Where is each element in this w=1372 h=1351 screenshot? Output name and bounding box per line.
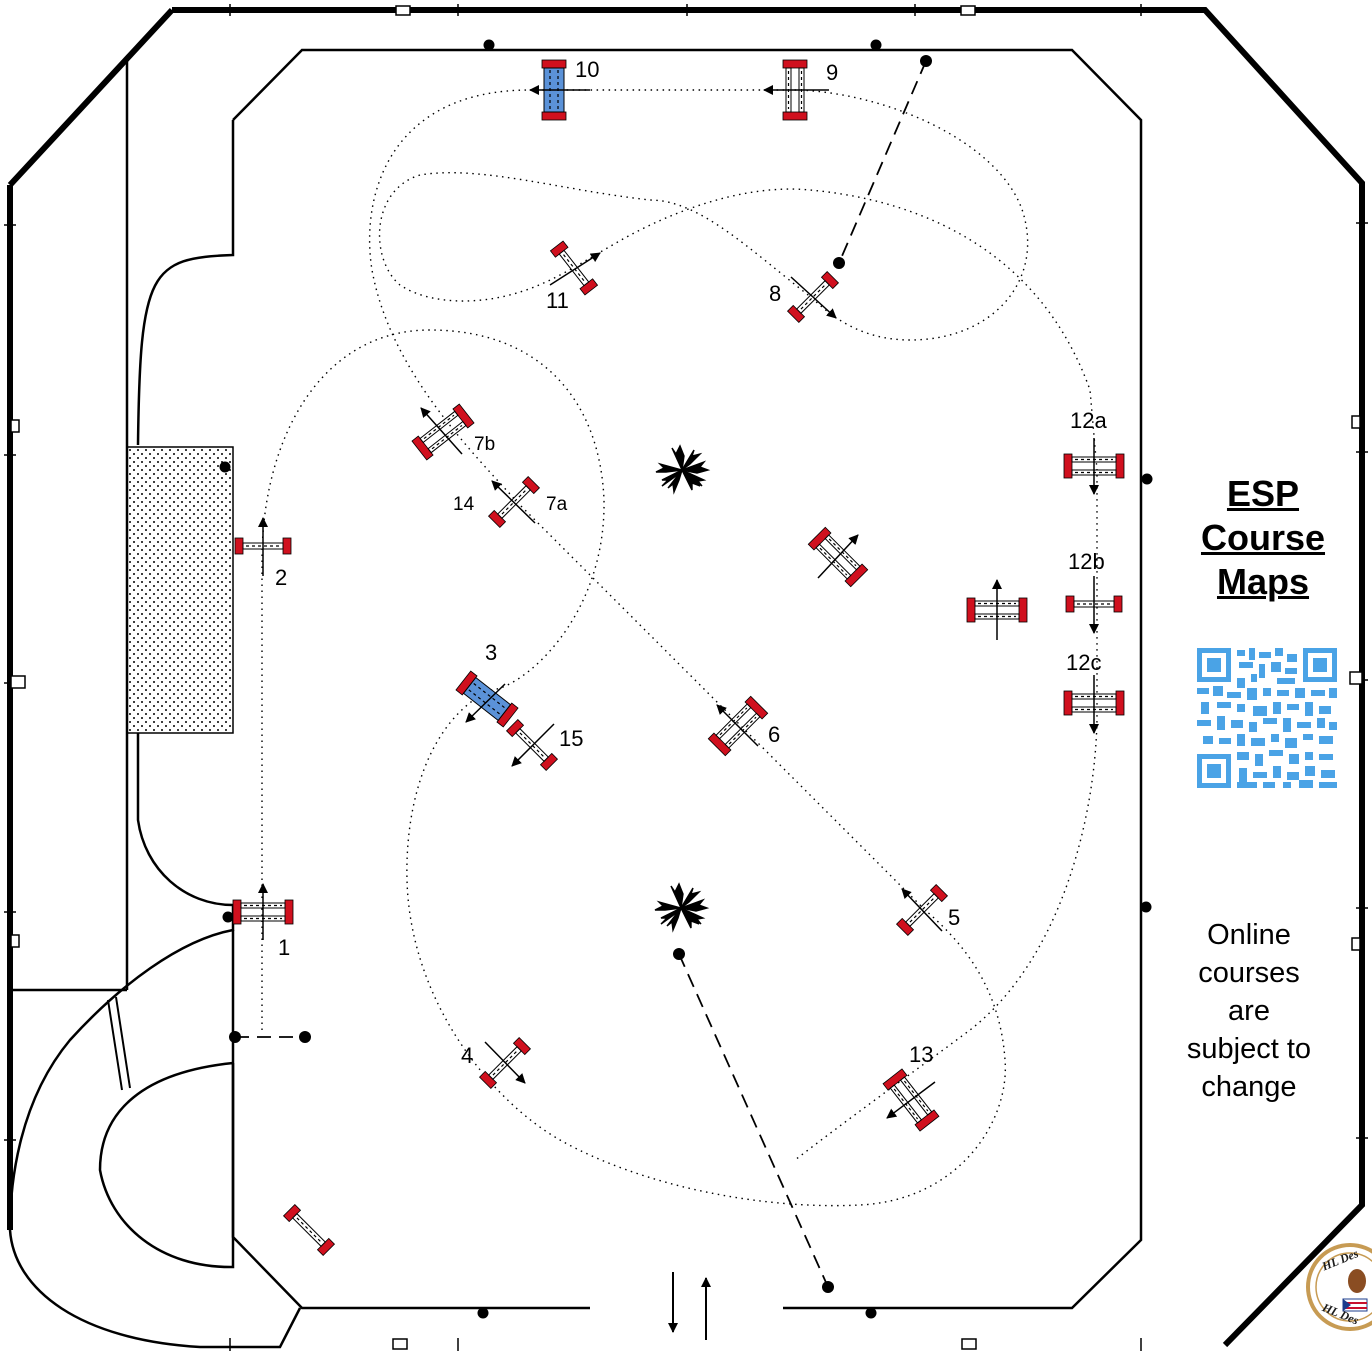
title-line: Maps — [1216, 561, 1310, 602]
gate-arrow-icon — [668, 1272, 711, 1340]
palm-plant-icon — [654, 883, 708, 931]
disclaimer-line: subject to — [1186, 1033, 1312, 1065]
fence-12a-label: 12a — [1070, 408, 1107, 433]
fence-8-label: 8 — [769, 281, 781, 306]
title-line: Course — [1200, 517, 1326, 558]
fence-3-label: 3 — [485, 640, 497, 665]
fence-14-label: 14 — [453, 494, 475, 515]
fence-1-label: 1 — [278, 935, 290, 960]
fence-11-label: 11 — [546, 288, 569, 313]
course-map-title: ESP Course Maps — [1188, 472, 1338, 604]
fence-12b-label: 12b — [1068, 549, 1105, 574]
fence-12c-label: 12c — [1066, 650, 1101, 675]
fence-10-label: 10 — [575, 57, 599, 82]
ground-lines — [235, 60, 927, 1288]
fence-9-label: 9 — [826, 60, 838, 85]
palm-plant-icon — [655, 445, 709, 493]
fence-7b-label: 7b — [474, 434, 495, 455]
fence-7a-label: 7a — [546, 494, 568, 515]
disclaimer-text: Online courses are subject to change — [1168, 916, 1330, 1106]
disclaimer-line: Online — [1207, 919, 1291, 951]
disclaimer-line: change — [1201, 1071, 1297, 1103]
course-track — [261, 89, 1098, 1207]
qr-code-icon — [1197, 648, 1337, 788]
fence-3 — [455, 670, 519, 728]
fence-13-label: 13 — [909, 1042, 933, 1067]
border-ticks — [4, 4, 1368, 1351]
boundary-posts — [219, 39, 1153, 1319]
fence-6-label: 6 — [768, 722, 780, 747]
fence-5-label: 5 — [948, 905, 960, 930]
fence-unnumbered — [282, 1203, 336, 1257]
spectator-area — [126, 446, 234, 734]
title-line: ESP — [1226, 473, 1300, 514]
arena-boundary — [231, 48, 1143, 1310]
disclaimer-line: courses — [1198, 957, 1300, 989]
fence-11 — [549, 240, 599, 296]
fence-4-label: 4 — [461, 1043, 473, 1068]
fence-2-label: 2 — [275, 565, 287, 590]
disclaimer-line: are — [1228, 995, 1270, 1027]
fence-15-label: 15 — [559, 726, 583, 751]
outer-boundary — [7, 7, 1365, 1348]
logo-seal-icon: HL Des HL Des — [1306, 1243, 1372, 1331]
